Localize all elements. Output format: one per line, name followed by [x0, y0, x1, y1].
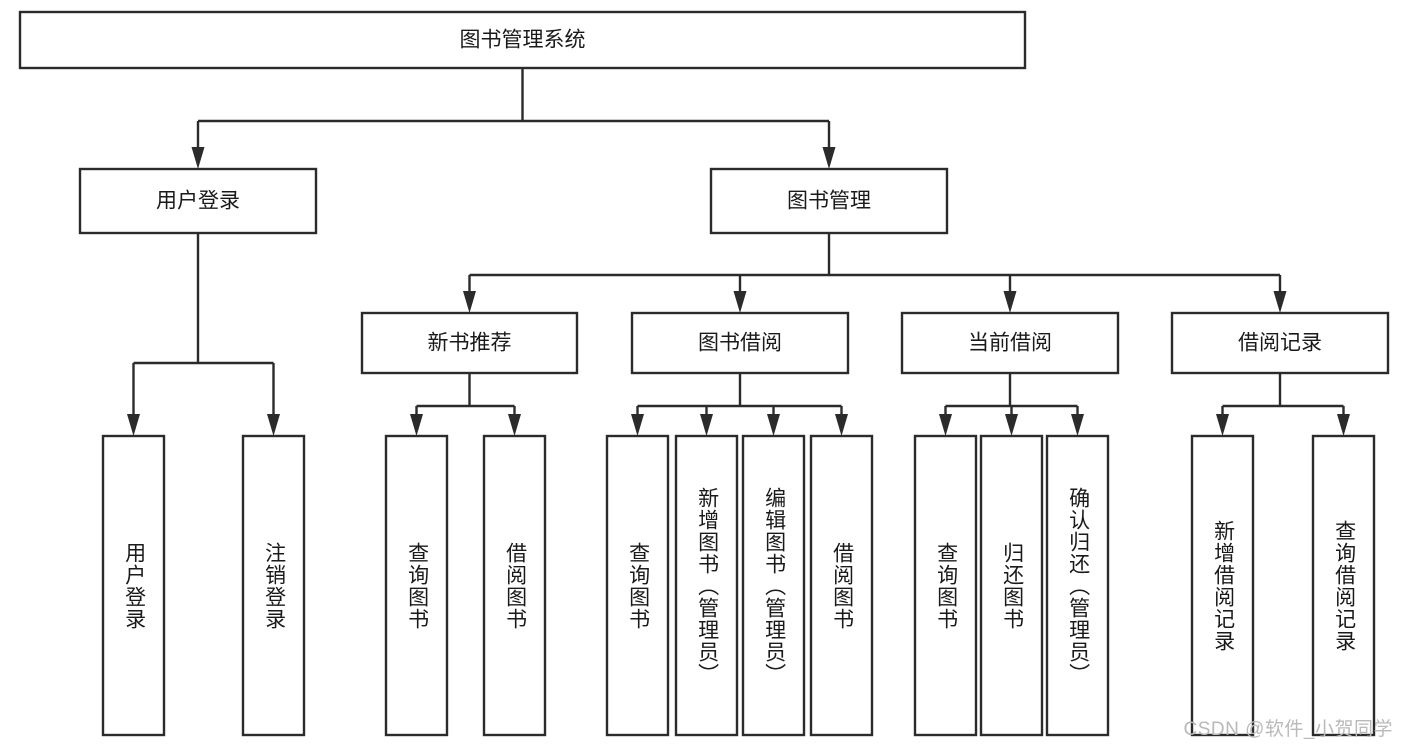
arrow-head-current-borrow	[1003, 291, 1017, 313]
node-box-leaf-edit-book-admin[interactable]	[741, 434, 806, 737]
arrow-head-leaf-query-borrow-record	[1337, 414, 1350, 436]
arrow-head-borrow-record	[1273, 291, 1287, 313]
connectors-layer	[127, 68, 1350, 436]
arrow-head-leaf-borrow-book-recommend	[508, 414, 521, 436]
node-box-current-borrow[interactable]	[900, 311, 1120, 375]
arrow-head-leaf-query-book-current	[939, 414, 952, 436]
node-box-book-manage[interactable]	[709, 167, 949, 235]
node-box-leaf-query-book-current[interactable]	[913, 434, 978, 737]
node-box-leaf-borrow-book-recommend[interactable]	[482, 434, 547, 737]
node-label-user-login: 用户登录	[156, 190, 240, 213]
arrow-head-leaf-confirm-return-admin	[1071, 414, 1084, 436]
watermark-text: CSDN @软件_小贺同学	[1183, 719, 1393, 740]
node-box-leaf-return-book[interactable]	[979, 434, 1044, 737]
node-box-leaf-borrow-book[interactable]	[809, 434, 874, 737]
node-box-borrow-record[interactable]	[1170, 311, 1390, 375]
arrow-head-leaf-logout-login	[267, 414, 280, 436]
arrow-head-leaf-query-book-recommend	[410, 414, 423, 436]
node-label-current-borrow: 当前借阅	[968, 332, 1052, 355]
arrow-head-user-login	[191, 147, 205, 169]
arrow-head-leaf-edit-book-admin	[767, 414, 780, 436]
node-box-leaf-query-borrow-record[interactable]	[1311, 434, 1376, 737]
arrow-head-book-borrow	[733, 291, 747, 313]
node-box-user-login[interactable]	[78, 167, 318, 235]
node-label-new-book-recommend: 新书推荐	[428, 332, 512, 355]
node-box-leaf-add-book-admin[interactable]	[674, 434, 739, 737]
arrow-head-leaf-query-book-borrow	[631, 414, 644, 436]
node-box-book-borrow[interactable]	[630, 311, 850, 375]
arrow-head-leaf-user-login	[127, 414, 140, 436]
node-label-book-manage: 图书管理	[787, 190, 871, 213]
node-box-new-book-recommend[interactable]	[360, 311, 579, 375]
arrow-head-leaf-add-borrow-record	[1216, 414, 1229, 436]
node-box-leaf-logout-login[interactable]	[241, 434, 306, 737]
node-box-leaf-add-borrow-record[interactable]	[1190, 434, 1255, 737]
node-label-borrow-record: 借阅记录	[1238, 332, 1322, 355]
node-boxes-layer	[18, 10, 1390, 737]
node-box-root[interactable]	[18, 10, 1027, 70]
arrow-head-leaf-add-book-admin	[700, 414, 713, 436]
node-box-leaf-query-book-borrow[interactable]	[605, 434, 670, 737]
node-box-leaf-query-book-recommend[interactable]	[384, 434, 449, 737]
arrow-head-new-book-recommend	[463, 291, 476, 313]
arrow-head-leaf-borrow-book	[835, 414, 848, 436]
arrow-head-leaf-return-book	[1005, 414, 1018, 436]
node-box-leaf-confirm-return-admin[interactable]	[1045, 434, 1110, 737]
arrow-head-book-manage	[822, 147, 836, 169]
node-box-leaf-user-login[interactable]	[101, 434, 166, 737]
node-label-book-borrow: 图书借阅	[698, 332, 782, 355]
node-label-root: 图书管理系统	[460, 29, 586, 52]
